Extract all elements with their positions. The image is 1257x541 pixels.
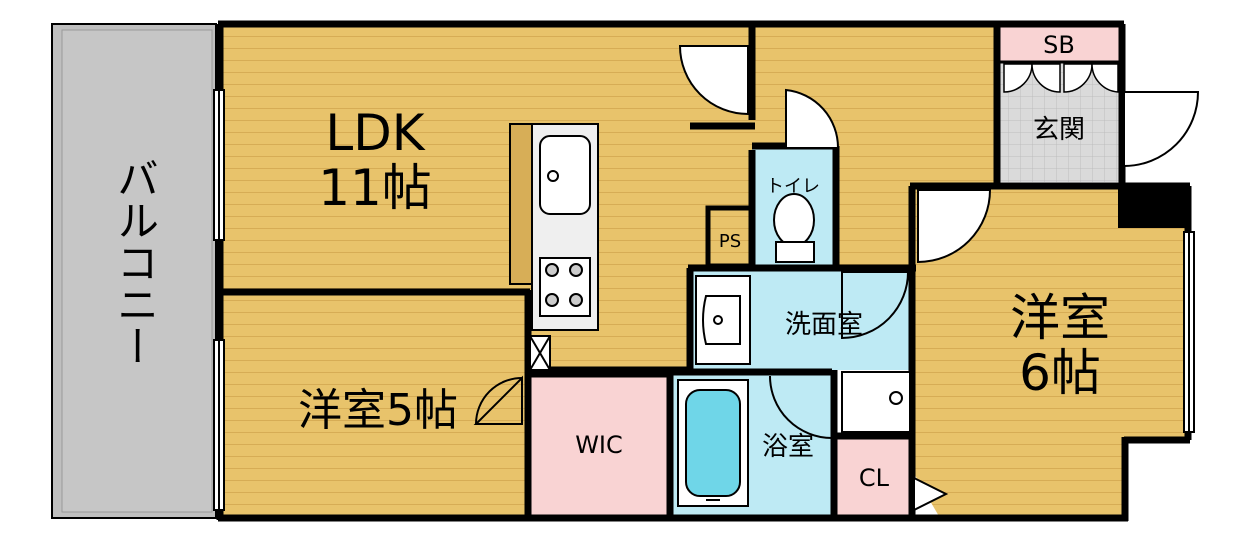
bathroom-label: 浴室 — [762, 432, 814, 462]
kitchen-counter — [509, 123, 599, 331]
washroom-label: 洗面室 — [785, 310, 863, 340]
toilet-fixture — [773, 193, 815, 263]
ldk-size-label: 11帖 — [318, 159, 432, 217]
wic-label: WIC — [575, 431, 623, 459]
entrance-label: 玄関 — [1033, 115, 1085, 145]
washing-pan — [841, 371, 911, 433]
bathtub — [677, 379, 749, 507]
shoebox-doors — [1003, 63, 1119, 93]
shoebox-label: SB — [1043, 31, 1075, 59]
ps-label: PS — [719, 231, 741, 252]
shoebox-floor — [999, 26, 1119, 62]
western5-label: 洋室5帖 — [298, 385, 458, 436]
doors — [473, 45, 1200, 512]
balcony-label: バルコニー — [111, 157, 160, 367]
western6-floor — [912, 186, 1187, 518]
washbasin — [695, 275, 751, 365]
western6-size-label: 6帖 — [1019, 344, 1101, 402]
windows-left — [213, 89, 1195, 511]
duct-box — [529, 335, 551, 371]
ldk-name-label: LDK — [325, 104, 425, 162]
closet-label: CL — [859, 464, 890, 492]
closet-floor — [836, 436, 912, 518]
western5-floor — [222, 292, 528, 518]
wic-floor — [530, 374, 670, 518]
hallway-floor-2 — [835, 150, 915, 270]
structural-column — [1118, 184, 1188, 228]
western6-name-label: 洋室 — [1010, 289, 1110, 347]
toilet-label: トイレ — [766, 176, 820, 197]
balcony-inner — [61, 29, 213, 513]
